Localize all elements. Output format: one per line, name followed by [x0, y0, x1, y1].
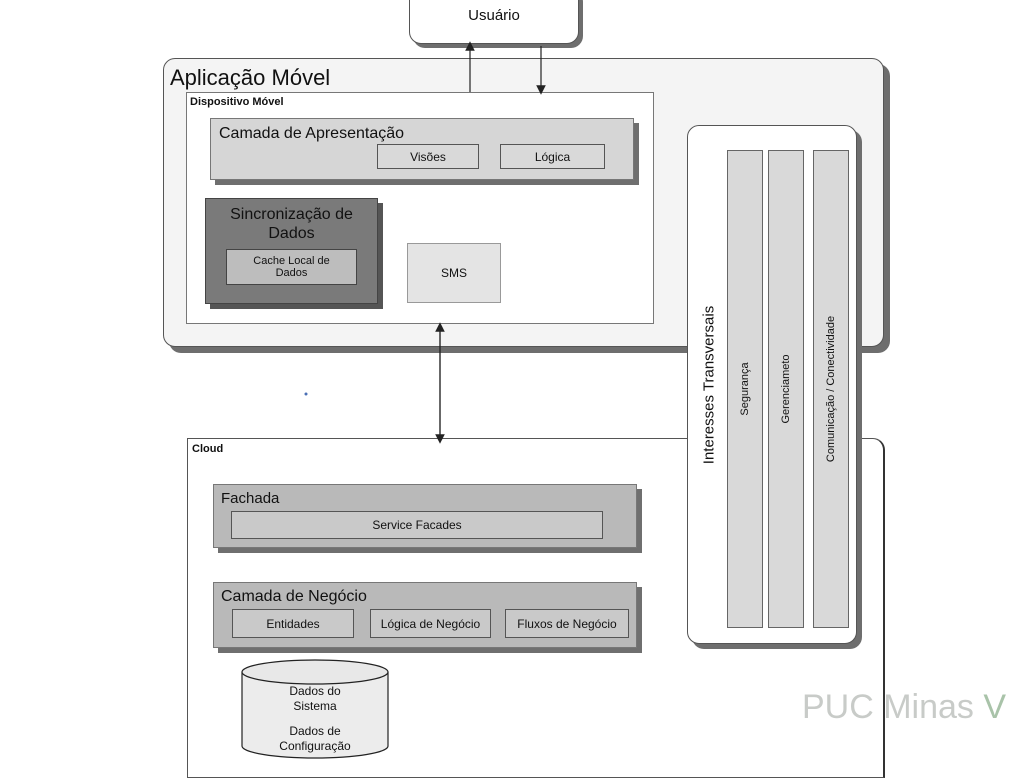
logic-box: Lógica: [500, 144, 605, 169]
crosscutting-connectivity: Comunicação / Conectividade: [813, 150, 849, 628]
puc-minas-watermark: PUC Minas V: [802, 688, 1006, 727]
watermark-text: PUC Minas: [802, 688, 984, 726]
crosscutting-management-label: Gerenciameto: [780, 354, 792, 424]
business-layer-title: Camada de Negócio: [221, 588, 367, 605]
views-box: Visões: [377, 144, 479, 169]
user-label: Usuário: [468, 7, 520, 24]
facade-title: Fachada: [221, 490, 280, 507]
mobile-device-title: Dispositivo Móvel: [190, 96, 284, 108]
cloud-title: Cloud: [192, 443, 224, 455]
entities-box: Entidades: [232, 609, 354, 638]
database-config-data: Dados de Configuração: [279, 724, 351, 753]
database-cylinder: [241, 659, 389, 759]
presentation-layer-title: Camada de Apresentação: [219, 125, 405, 142]
sms-box: SMS: [407, 243, 501, 303]
business-flows-box: Fluxos de Negócio: [505, 609, 629, 638]
crosscutting-security-label: Segurança: [739, 362, 751, 416]
stray-dot: [304, 392, 308, 396]
local-cache-box: Cache Local de Dados: [226, 249, 357, 285]
business-logic-box: Lógica de Negócio: [370, 609, 491, 638]
crosscutting-security: Segurança: [727, 150, 763, 628]
mobile-app-title: Aplicação Móvel: [170, 65, 331, 90]
data-sync-title: Sincronização de Dados: [230, 206, 353, 242]
crosscutting-management: Gerenciameto: [768, 150, 804, 628]
database-system-data: Dados do Sistema: [289, 684, 341, 713]
crosscutting-connectivity-label: Comunicação / Conectividade: [825, 315, 837, 463]
user-box: Usuário: [409, 0, 579, 44]
crosscutting-title: Interesses Transversais: [700, 305, 718, 464]
watermark-accent: V: [983, 688, 1007, 726]
service-facades-box: Service Facades: [231, 511, 603, 539]
